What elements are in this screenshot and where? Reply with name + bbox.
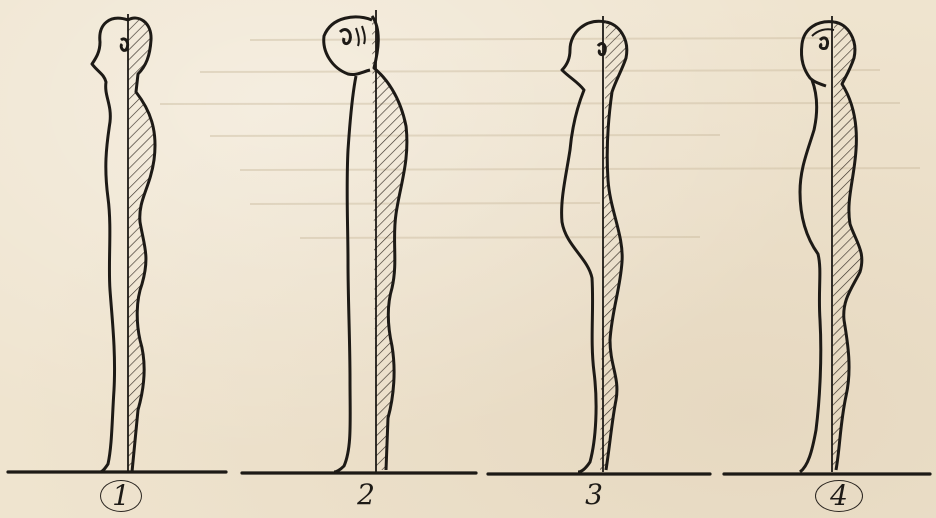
figure-4-front-outline: [800, 80, 821, 472]
figure-4-silhouette: [800, 16, 862, 472]
figure-2-silhouette: [324, 10, 407, 472]
figure-number-2: 2: [346, 480, 386, 510]
figure-3-ear: [598, 44, 605, 55]
figure-1-front-outline: [92, 18, 128, 472]
figure-2-hair-1: [356, 28, 359, 46]
figure-1-silhouette: [92, 14, 155, 472]
figure-1-ear: [121, 39, 128, 50]
figure-1-back-hatch: [128, 18, 155, 472]
ground-lines: [8, 472, 930, 474]
figure-2-ear: [340, 30, 350, 44]
figure-number-4: 4: [815, 480, 863, 512]
figure-number-3: 3: [574, 480, 614, 510]
figure-2-head-front: [324, 17, 372, 75]
figure-2-hair-2: [362, 26, 365, 44]
figure-number-1: 1: [100, 480, 142, 512]
figure-3-front-outline: [562, 21, 606, 472]
figure-3-silhouette: [562, 16, 627, 472]
figure-4-ear: [820, 38, 828, 49]
figure-4-back-hatch: [832, 22, 862, 470]
figure-4-hair: [812, 29, 834, 36]
